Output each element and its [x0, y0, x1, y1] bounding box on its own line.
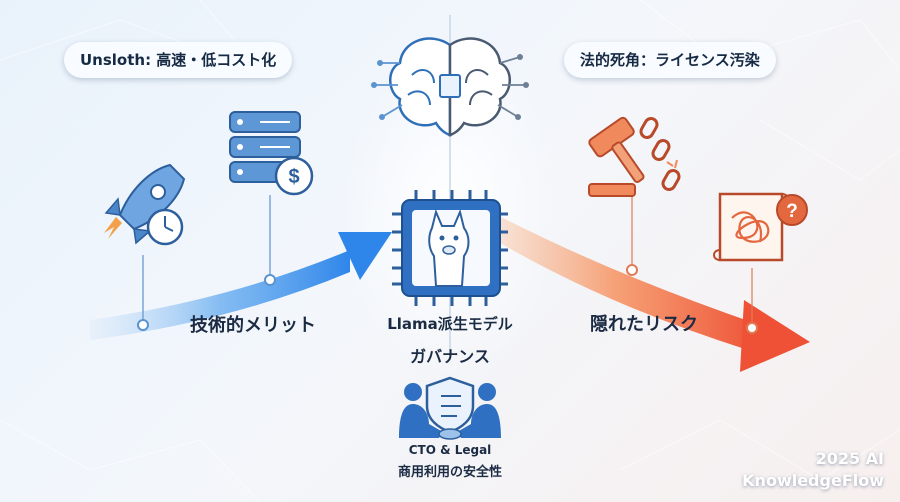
left-header-pill: Unsloth: 高速・低コスト化: [64, 42, 293, 78]
benefit-label: 技術的メリット: [190, 315, 316, 336]
right-connectors: [631, 195, 753, 328]
svg-text:$: $: [288, 166, 299, 188]
tangled-document-question-icon: ?: [713, 192, 808, 262]
left-connectors: [142, 195, 271, 325]
llama-chip-icon: [392, 190, 508, 306]
watermark-line1: 2025 AI: [815, 449, 884, 468]
governance-title: ガバナンス: [410, 347, 490, 366]
server-dollar-icon: $: [229, 111, 314, 196]
risk-label: 隠れたリスク: [590, 314, 698, 335]
gavel-chain-icon: [588, 116, 681, 197]
watermark-line2: KnowledgeFlow: [742, 471, 884, 490]
right-header-pill: 法的死角：ライセンス汚染: [564, 42, 776, 78]
svg-text:?: ?: [786, 201, 798, 222]
governance-caption-line2: 商用利用の安全性: [397, 465, 503, 480]
right-node-2: [746, 322, 758, 334]
risk-arrow: [470, 205, 810, 372]
left-node-1: [137, 319, 149, 331]
rocket-clock-icon: [104, 163, 186, 246]
brain-circuit-icon: [371, 37, 529, 137]
model-label: Llama派生モデル: [387, 315, 513, 333]
watermark: 2025 AI KnowledgeFlow: [742, 448, 884, 492]
governance-caption-line1: CTO & Legal: [408, 443, 492, 457]
handshake-shield-icon: [399, 376, 501, 440]
left-node-2: [264, 274, 276, 286]
benefit-arrow: [90, 232, 392, 340]
right-node-1: [626, 264, 638, 276]
